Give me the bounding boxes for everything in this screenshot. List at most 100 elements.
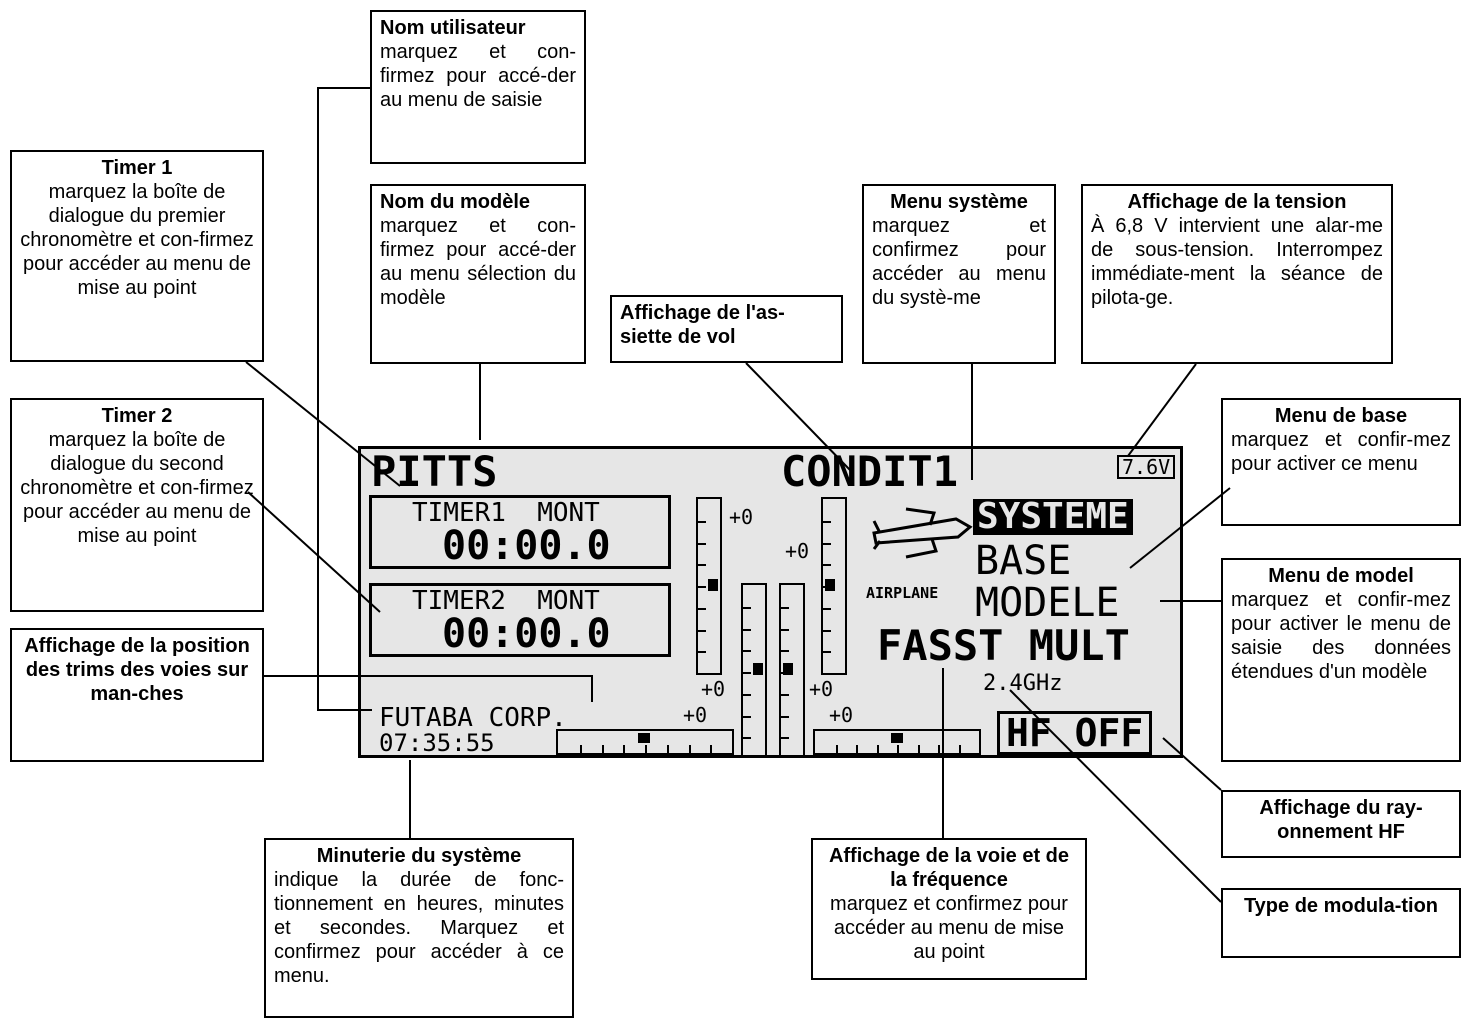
trim-tick xyxy=(698,586,706,588)
callout-body: marquez la boîte de dialogue du premier … xyxy=(20,181,254,299)
trim-tick xyxy=(836,745,838,753)
trim-tick xyxy=(823,608,831,610)
callout-title: Menu de base xyxy=(1274,405,1408,427)
callout-body: marquez et con-firmez pour accé-der au m… xyxy=(380,41,576,111)
trim-tick xyxy=(823,543,831,545)
voltage-display[interactable]: 7.6V xyxy=(1117,455,1176,479)
model-name[interactable]: PITTS xyxy=(371,447,498,496)
trim-tick xyxy=(823,564,831,566)
trim-tick xyxy=(698,521,706,523)
callout-title: Menu de model xyxy=(1268,565,1414,587)
trim-marker xyxy=(891,733,903,743)
callout-title: Timer 2 xyxy=(101,405,173,427)
timer2-box[interactable]: TIMER2 MONT 00:00.0 xyxy=(369,583,671,657)
trim-tick xyxy=(959,745,961,753)
condition-name: CONDIT1 xyxy=(781,447,959,496)
callout-menu-model: Menu de model marquez et confir-mez pour… xyxy=(1221,558,1461,762)
timer1-label: TIMER1 MONT xyxy=(412,498,600,528)
menu-base[interactable]: BASE xyxy=(975,538,1072,584)
trim-tick xyxy=(781,737,789,739)
callout-title: Nom du modèle xyxy=(380,191,531,213)
trim-tick xyxy=(602,745,604,753)
trim-marker xyxy=(638,733,650,743)
trim-tick xyxy=(698,543,706,545)
trim-bar-aileron xyxy=(813,729,981,755)
trim-bar-elevator xyxy=(821,497,847,675)
callout-title: Affichage de la tension xyxy=(1127,191,1347,213)
trim-tick xyxy=(856,745,858,753)
trim-tick xyxy=(710,745,712,753)
trim-tick xyxy=(918,745,920,753)
callout-minuterie: Minuterie du système indique la durée de… xyxy=(264,838,574,1018)
callout-title: Timer 1 xyxy=(101,157,173,179)
callout-hf: Affichage du ray-onnement HF xyxy=(1221,790,1461,858)
trim-tick xyxy=(781,716,789,718)
callout-title: Nom utilisateur xyxy=(380,17,526,39)
trim-tick xyxy=(698,608,706,610)
modulation-type[interactable]: FASST MULT xyxy=(877,621,1130,670)
callout-title: Minuterie du système xyxy=(316,845,522,867)
callout-body: marquez et confirmez pour accéder au men… xyxy=(830,893,1068,963)
trim-marker xyxy=(825,579,835,591)
trim-tick xyxy=(781,694,789,696)
system-time[interactable]: 07:35:55 xyxy=(379,729,495,757)
timer2-value: 00:00.0 xyxy=(442,611,611,657)
callout-body: À 6,8 V intervient une alar-me de sous-t… xyxy=(1091,215,1383,309)
trim-tick xyxy=(667,745,669,753)
timer1-value: 00:00.0 xyxy=(442,523,611,569)
trim-value: +0 xyxy=(809,677,834,701)
trim-marker xyxy=(783,663,793,675)
model-type-label: AIRPLANE xyxy=(866,584,939,602)
trim-tick xyxy=(743,650,751,652)
lcd-screen: PITTS CONDIT1 7.6V TIMER1 MONT 00:00.0 T… xyxy=(358,446,1183,758)
trim-tick xyxy=(743,629,751,631)
trim-bar-left xyxy=(741,583,767,755)
trim-tick xyxy=(897,745,899,753)
trim-tick xyxy=(689,745,691,753)
user-name[interactable]: FUTABA CORP. xyxy=(379,703,567,733)
timer1-box[interactable]: TIMER1 MONT 00:00.0 xyxy=(369,495,671,569)
trim-bar-rudder xyxy=(556,729,734,755)
callout-menu-systeme: Menu système marquez et confirmez pour a… xyxy=(862,184,1056,364)
trim-tick xyxy=(823,651,831,653)
trim-marker xyxy=(753,663,763,675)
trim-tick xyxy=(743,737,751,739)
callout-title: Type de modula-tion xyxy=(1243,895,1439,917)
callout-timer1: Timer 1 marquez la boîte de dialogue du … xyxy=(10,150,264,362)
trim-tick xyxy=(877,745,879,753)
trim-tick xyxy=(823,630,831,632)
trim-tick xyxy=(580,745,582,753)
airplane-icon xyxy=(872,507,973,559)
frequency: 2.4GHz xyxy=(983,671,1063,696)
menu-system[interactable]: SYSTEME xyxy=(973,499,1133,535)
trim-tick xyxy=(781,672,789,674)
callout-nom-utilisateur: Nom utilisateur marquez et con-firmez po… xyxy=(370,10,586,164)
callout-title: Affichage de la position des trims des v… xyxy=(24,635,250,705)
trim-tick xyxy=(823,586,831,588)
callout-body: marquez et confirmez pour accéder au men… xyxy=(872,215,1046,309)
trim-value: +0 xyxy=(683,703,708,727)
trim-bar-throttle xyxy=(696,497,722,675)
trim-tick xyxy=(781,607,789,609)
trim-tick xyxy=(743,716,751,718)
callout-menu-base: Menu de base marquez et confir-mez pour … xyxy=(1221,398,1461,526)
callout-trims: Affichage de la position des trims des v… xyxy=(10,628,264,762)
callout-body: marquez et con-firmez pour accé-der au m… xyxy=(380,215,576,309)
trim-bar-right xyxy=(779,583,805,755)
callout-body: marquez la boîte de dialogue du second c… xyxy=(20,429,254,547)
callout-assiette: Affichage de l'as-siette de vol xyxy=(610,295,843,363)
trim-marker xyxy=(708,579,718,591)
trim-tick xyxy=(698,651,706,653)
trim-tick xyxy=(743,672,751,674)
trim-tick xyxy=(623,745,625,753)
trim-tick xyxy=(645,745,647,753)
callout-body: marquez et confir-mez pour activer ce me… xyxy=(1231,429,1451,475)
timer2-label: TIMER2 MONT xyxy=(412,586,600,616)
callout-title: Affichage du ray-onnement HF xyxy=(1259,797,1423,843)
trim-tick xyxy=(743,694,751,696)
trim-tick xyxy=(781,650,789,652)
trim-tick xyxy=(823,521,831,523)
menu-model[interactable]: MODELE xyxy=(975,580,1120,626)
hf-status: HF OFF xyxy=(997,711,1153,755)
